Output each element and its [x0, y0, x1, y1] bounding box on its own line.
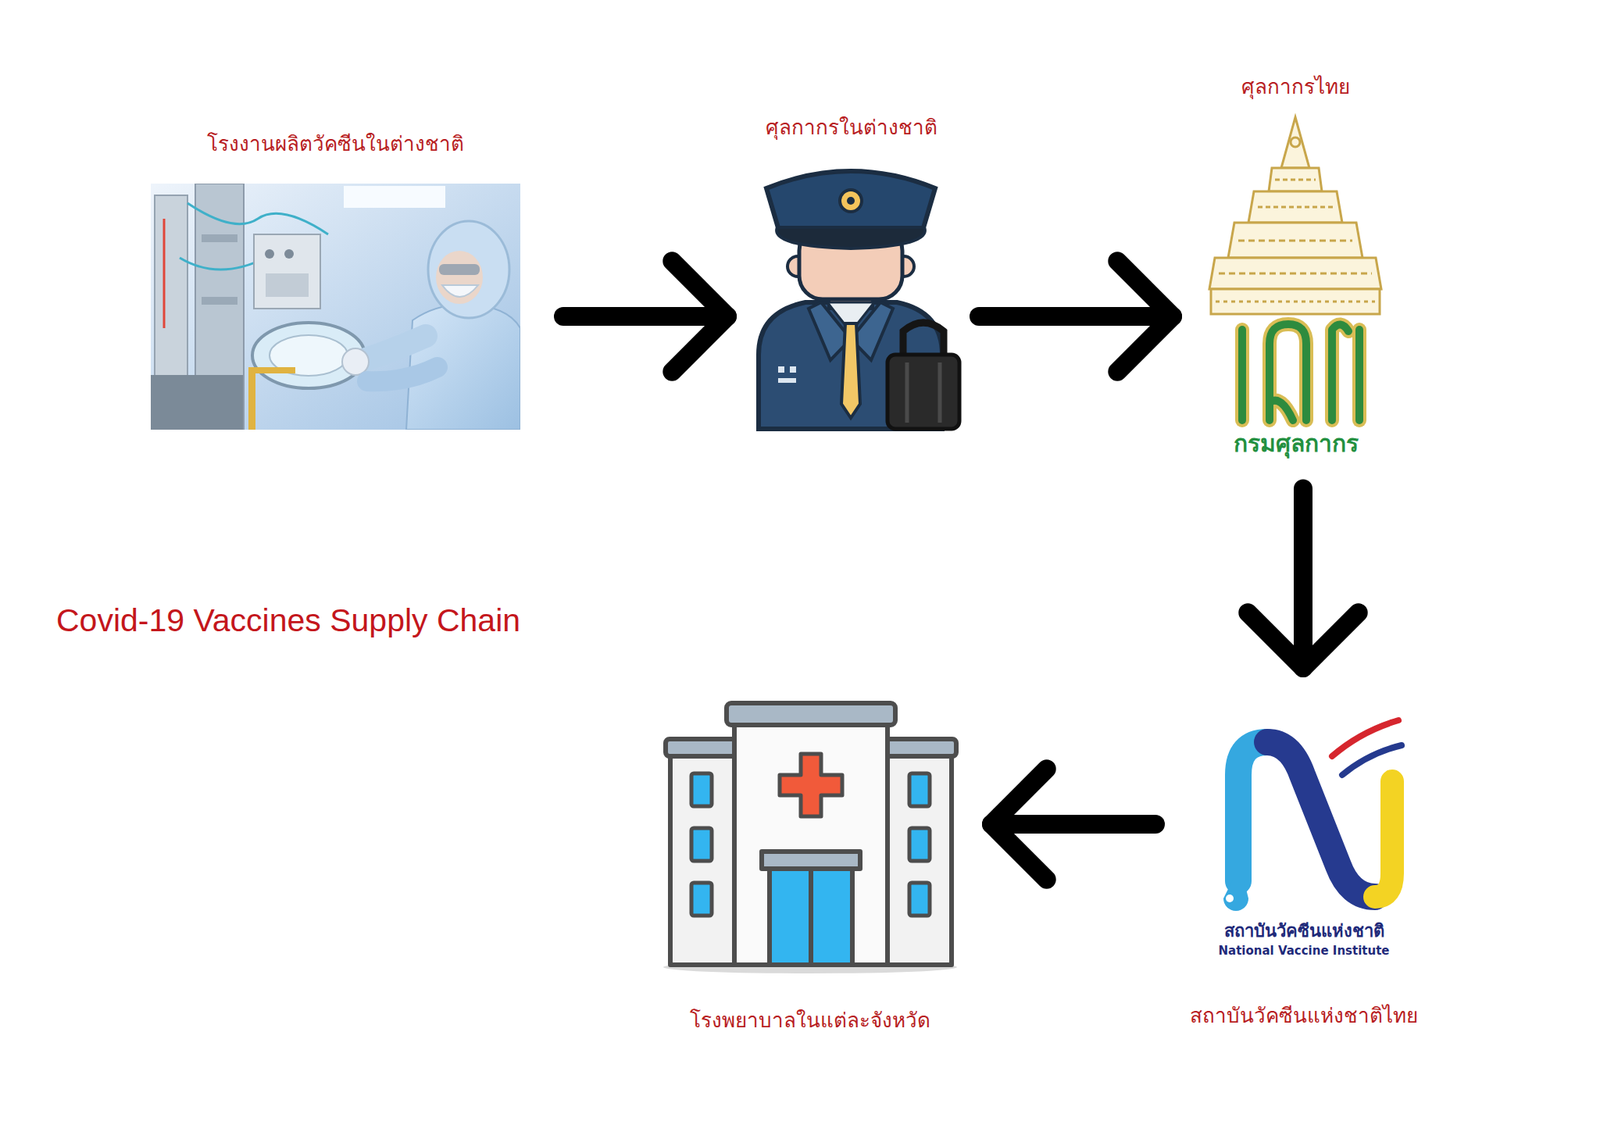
- hospital-icon: [663, 703, 958, 974]
- logo-text: กรมศุลกากร: [1233, 428, 1359, 459]
- customs-node: ศุลกากรไทยกรมศุลกากร: [1203, 68, 1388, 462]
- node-label: โรงพยาบาลในแต่ละจังหวัด: [689, 1007, 931, 1034]
- customs-logo: [1209, 117, 1382, 421]
- officer-node: ศุลกากรในต่างชาติ: [742, 109, 960, 434]
- flow-arrow: [563, 260, 728, 372]
- hospital-node: โรงพยาบาลในแต่ละจังหวัด: [656, 695, 965, 1040]
- logo-text: สถาบันวัคซีนแห่งชาติ: [1224, 920, 1385, 943]
- arrow-shaft: [978, 307, 1173, 326]
- arrow-shaft: [1293, 489, 1313, 669]
- arrow-head: [1247, 612, 1358, 668]
- institute-logo: [1223, 720, 1402, 911]
- arrow-shaft: [563, 307, 728, 326]
- arrow-head: [671, 260, 728, 372]
- arrow-head: [1117, 260, 1173, 372]
- flow-arrow: [1247, 489, 1358, 669]
- factory-node: โรงงานผลิตวัคซีนในต่างชาติ: [150, 125, 521, 438]
- node-label: สถาบันวัคซีนแห่งชาติไทย: [1189, 1003, 1418, 1029]
- diagram-title: Covid-19 Vaccines Supply Chain: [56, 601, 521, 640]
- node-label: โรงงานผลิตวัคซีนในต่างชาติ: [207, 131, 465, 158]
- flow-arrow: [991, 768, 1156, 879]
- officer-icon: [758, 171, 960, 429]
- institute-node: สถาบันวัคซีนแห่งชาติNational Vaccine Ins…: [1167, 707, 1441, 1036]
- node-label: ศุลกากรในต่างชาติ: [765, 114, 938, 141]
- logo-subtext: National Vaccine Institute: [1217, 943, 1390, 959]
- flow-arrow: [978, 260, 1173, 372]
- node-label: ศุลกากรไทย: [1241, 74, 1350, 100]
- arrow-head: [991, 768, 1047, 879]
- factory-photo: [150, 183, 521, 430]
- arrow-shaft: [991, 814, 1156, 834]
